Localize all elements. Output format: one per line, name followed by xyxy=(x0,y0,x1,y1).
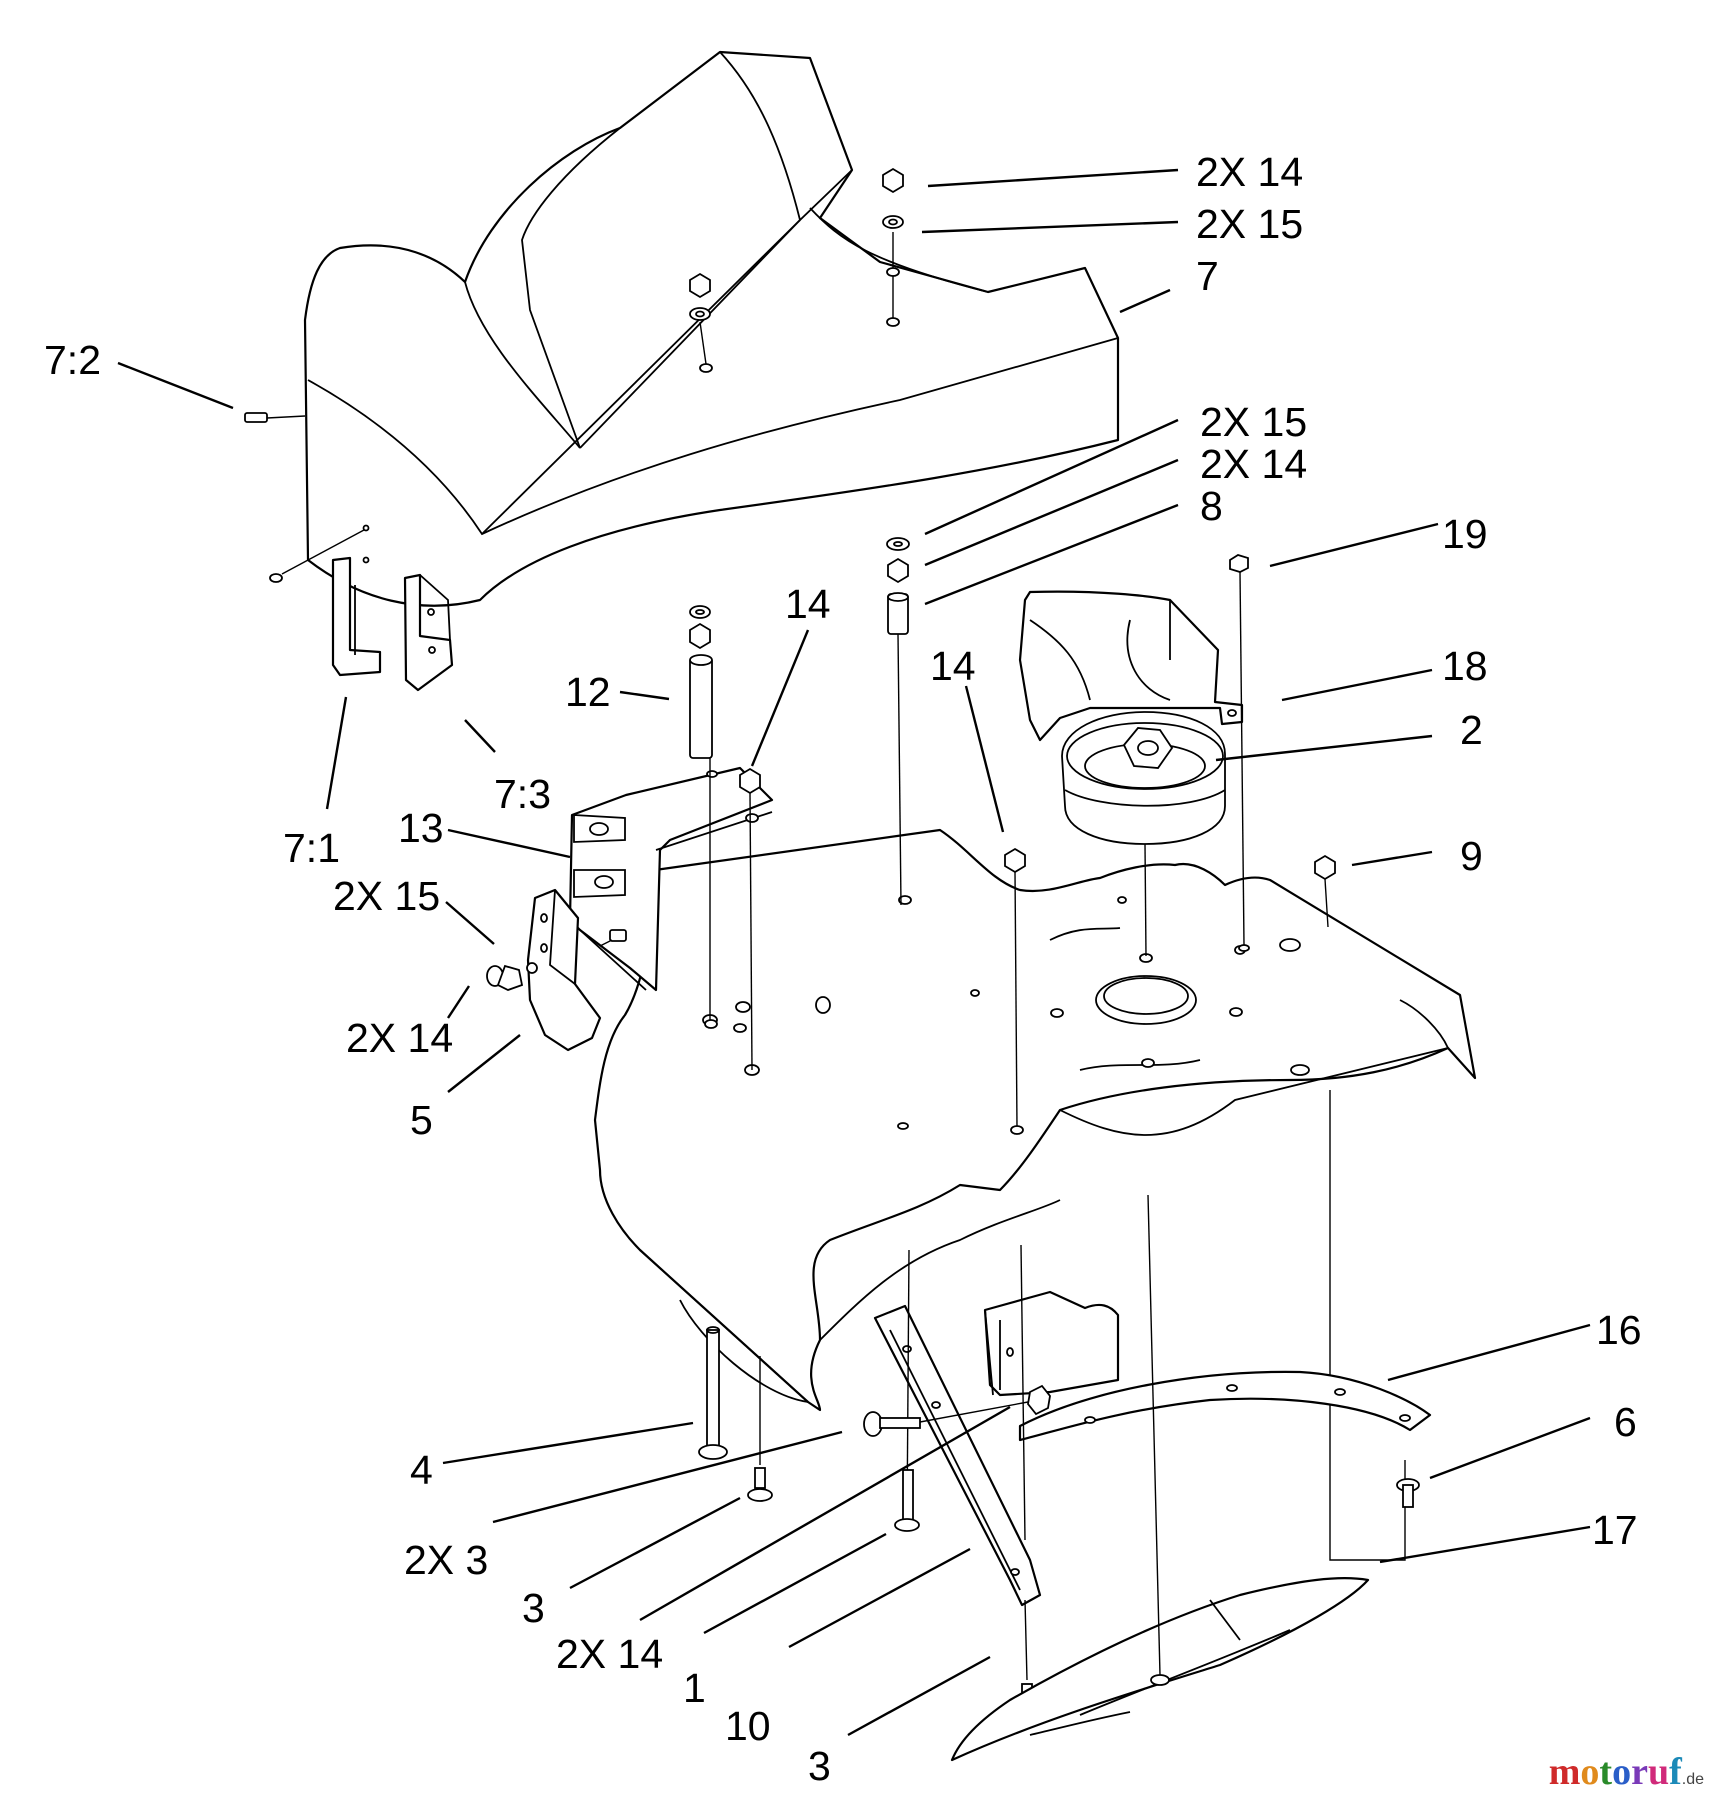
baffle-16 xyxy=(1018,1370,1432,1442)
callout-label: 14 xyxy=(930,643,976,689)
watermark-letter: o xyxy=(1580,1751,1600,1793)
bolt-6 xyxy=(1329,1090,1420,1561)
callout-label: 2 xyxy=(1460,707,1483,753)
callout-label: 16 xyxy=(1596,1307,1642,1353)
callout-label: 12 xyxy=(565,669,611,715)
nut-9 xyxy=(1314,854,1336,928)
bolt-3-left xyxy=(747,1356,773,1502)
callout-label: 7 xyxy=(1196,253,1219,299)
belt-guard-18 xyxy=(1018,590,1244,742)
callout-label: 2X 15 xyxy=(1196,201,1303,247)
callout-label: 3 xyxy=(522,1585,545,1631)
pulley-2 xyxy=(1061,711,1226,957)
bolt-4 xyxy=(698,1326,728,1460)
callout-label: 17 xyxy=(1592,1507,1638,1553)
watermark-letter: r xyxy=(1631,1751,1648,1793)
seat-brackets xyxy=(331,556,454,692)
callout-label: 2X 3 xyxy=(404,1537,488,1583)
callout-label: 13 xyxy=(398,805,444,851)
watermark-letter: t xyxy=(1599,1751,1613,1793)
callout-label: 18 xyxy=(1442,643,1488,689)
callout-label: 6 xyxy=(1614,1399,1637,1445)
callout-label: 1 xyxy=(683,1665,706,1711)
nut-14-deck xyxy=(1004,847,1026,1135)
seat-housing xyxy=(303,50,1120,607)
callout-label: 2X 14 xyxy=(346,1015,453,1061)
watermark-suffix: .de xyxy=(1681,1771,1704,1788)
callout-label: 2X 14 xyxy=(1196,149,1303,195)
callout-label: 14 xyxy=(785,581,831,627)
callout-label: 9 xyxy=(1460,833,1483,879)
watermark-letter: f xyxy=(1669,1751,1682,1793)
callout-label: 3 xyxy=(808,1743,831,1789)
carriage-bolt xyxy=(863,1384,1051,1437)
lower-bracket-10 xyxy=(873,1290,1120,1607)
callout-label: 2X 14 xyxy=(1200,441,1307,487)
watermark-letter: o xyxy=(1612,1751,1632,1793)
callout-labels: 2X 14 2X 15 7 7:2 2X 15 2X 14 8 19 14 12… xyxy=(44,149,1642,1789)
seat-hardware xyxy=(244,167,904,583)
callout-label: 5 xyxy=(410,1097,433,1143)
leader-lines xyxy=(117,168,1591,1737)
watermark-letter: u xyxy=(1647,1751,1670,1793)
callout-label: 7:2 xyxy=(44,337,101,383)
blade-17 xyxy=(950,1194,1370,1762)
bolt-19 xyxy=(1229,554,1250,952)
mower-deck xyxy=(593,828,1477,1412)
watermark-letter: m xyxy=(1548,1751,1581,1793)
callout-label: 19 xyxy=(1442,511,1488,557)
spacer-8 xyxy=(886,537,910,906)
callout-label: 10 xyxy=(725,1703,771,1749)
spacer-12 xyxy=(689,605,761,1071)
callout-label: 2X 15 xyxy=(333,873,440,919)
callout-label: 2X 15 xyxy=(1200,399,1307,445)
lever-bracket-5 xyxy=(486,888,627,1052)
callout-label: 2X 14 xyxy=(556,1631,663,1677)
callout-label: 4 xyxy=(410,1447,433,1493)
watermark-logo: motoruf.de xyxy=(1549,1750,1704,1794)
bolt-1 xyxy=(894,1249,920,1532)
callout-label: 7:3 xyxy=(494,771,551,817)
callout-label: 8 xyxy=(1200,483,1223,529)
callout-label: 7:1 xyxy=(283,825,340,871)
